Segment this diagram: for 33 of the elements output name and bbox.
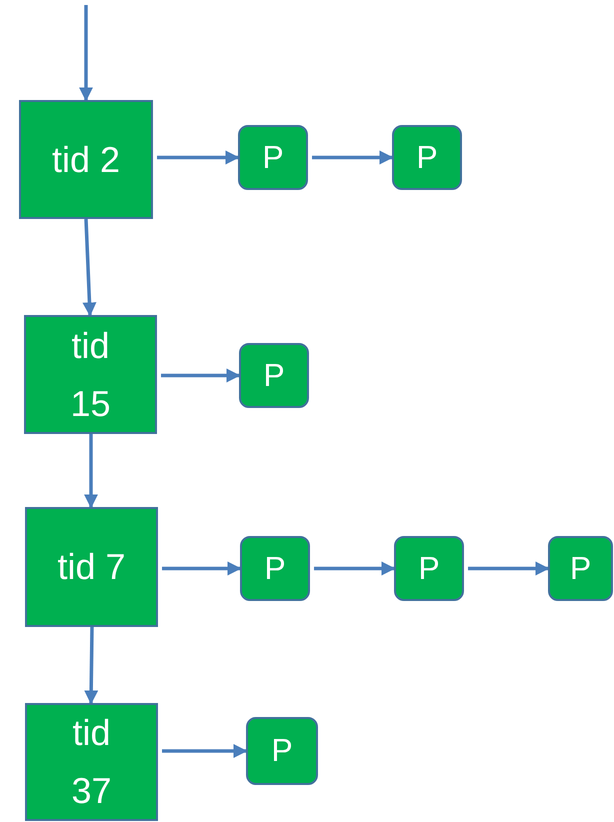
node-label: P: [418, 548, 440, 588]
node-label: P: [271, 731, 293, 770]
node-label: tid 15: [69, 324, 112, 426]
arrow: [162, 744, 248, 758]
node-label: P: [570, 548, 592, 588]
process-box: [240, 536, 310, 601]
arrow: [312, 150, 394, 164]
node-label: P: [262, 138, 284, 177]
process-box: [394, 536, 464, 601]
thread-box: [19, 100, 153, 219]
arrow: [84, 626, 98, 704]
arrow: [82, 218, 96, 316]
node-label: tid 7: [57, 545, 126, 590]
thread-box: [24, 315, 157, 434]
arrow: [162, 562, 242, 576]
node-label: tid 37: [70, 711, 113, 813]
arrow: [468, 562, 550, 576]
process-box: [392, 125, 462, 190]
node-label: P: [416, 138, 438, 177]
arrow: [84, 434, 98, 508]
node-label: P: [264, 548, 286, 588]
arrow: [79, 5, 93, 102]
process-box: [239, 343, 309, 408]
process-box: [238, 125, 308, 190]
node-label: tid 2: [52, 138, 120, 182]
process-box: [246, 717, 318, 785]
process-box: [548, 536, 613, 601]
arrow: [157, 150, 240, 164]
thread-box: [25, 703, 158, 821]
thread-box: [25, 507, 158, 627]
arrow: [161, 368, 240, 382]
arrow: [314, 562, 396, 576]
node-label: P: [263, 356, 285, 395]
